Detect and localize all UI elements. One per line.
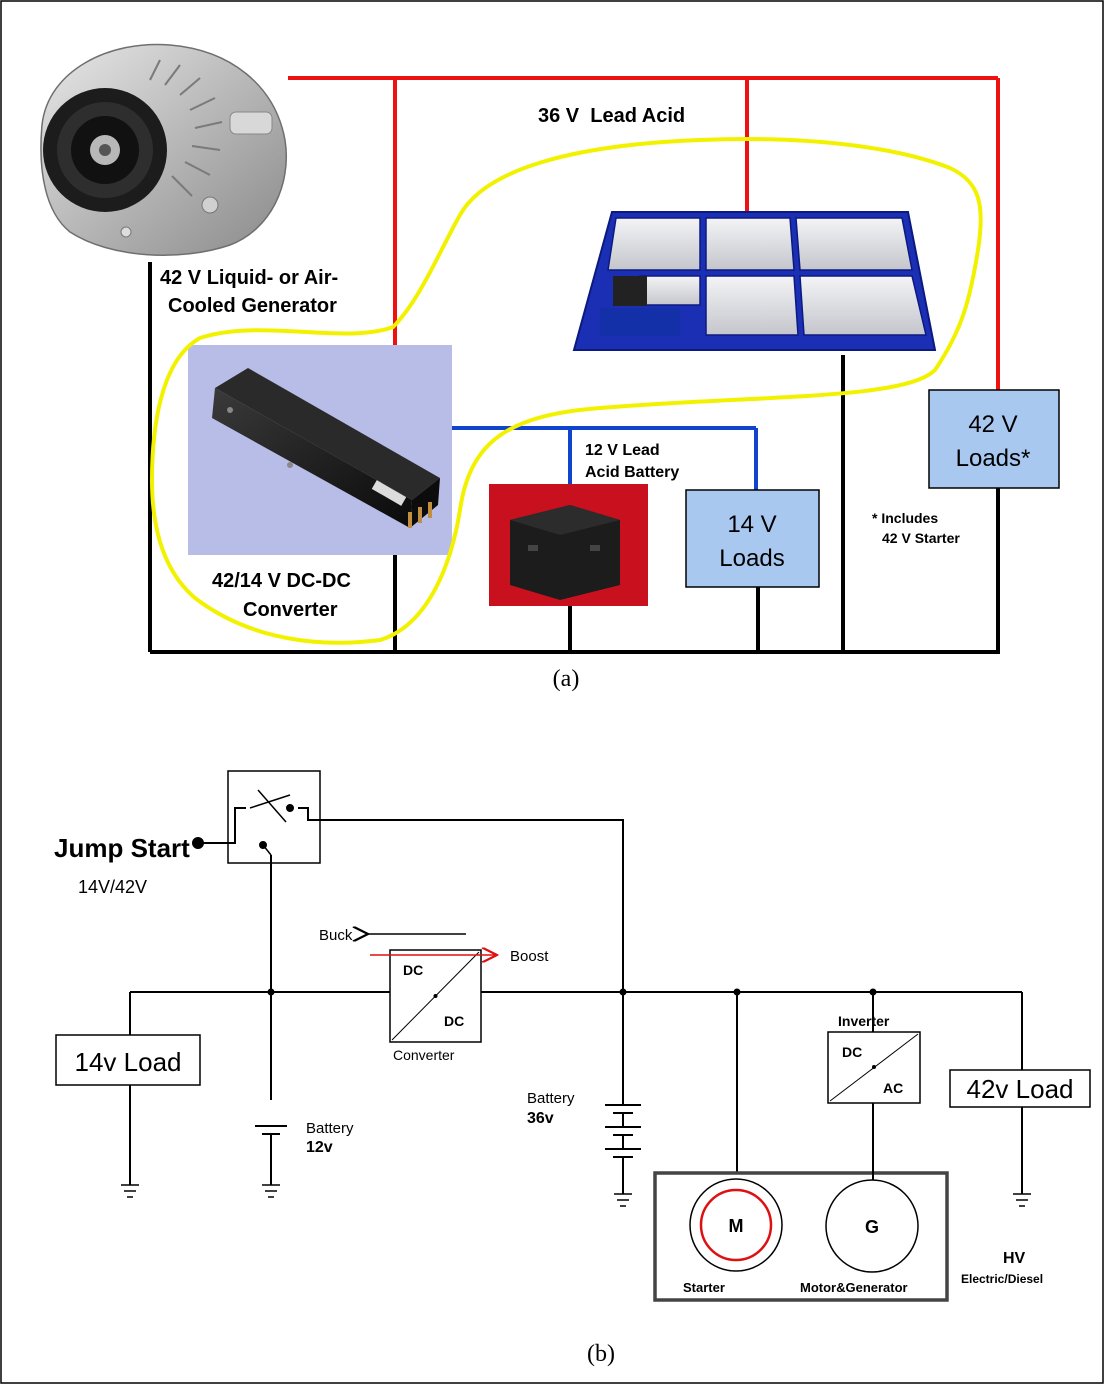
lead-acid-36v-label: 36 V Lead Acid: [538, 105, 685, 127]
highlight-loop: [149, 137, 983, 645]
generator-label-line1: 42 V Liquid- or Air-: [160, 267, 338, 289]
loads-14v-line1: 14 V: [727, 511, 776, 538]
inverter-dc: DC: [842, 1044, 862, 1060]
inverter-ac: AC: [883, 1080, 903, 1096]
ground-symbol-36v: [614, 1193, 632, 1207]
jump-voltage-label: 14V/42V: [78, 877, 147, 897]
buck-label: Buck: [319, 927, 353, 944]
battery-36v-symbol: [605, 1104, 641, 1194]
converter-dc-bottom: DC: [444, 1013, 464, 1029]
battery-36v-value: 36v: [527, 1110, 554, 1127]
part-b-schematic: [55, 770, 1091, 1302]
starter-motor-circle: [689, 1178, 783, 1272]
generator-letter: G: [865, 1217, 879, 1237]
battery-36v-label: Battery: [527, 1090, 575, 1107]
motor-generator-label: Motor&Generator: [800, 1280, 908, 1295]
battery-12v-label-line2: Acid Battery: [585, 464, 679, 481]
alternator-photo: [40, 43, 287, 256]
starter-label: Starter: [683, 1280, 725, 1295]
converter-dc-top: DC: [403, 962, 423, 978]
hv-label: HV: [1003, 1250, 1026, 1267]
battery-12v-symbol: [255, 1125, 287, 1185]
black-ground-wires: [148, 262, 1000, 654]
dc-dc-converter-block: [389, 949, 482, 1043]
battery-12v-label-line1: 12 V Lead: [585, 442, 660, 459]
jump-start-label: Jump Start: [54, 833, 190, 863]
load-14v-box: [55, 1034, 201, 1086]
hv-sub-label: Electric/Diesel: [961, 1272, 1043, 1286]
load-42v-box: [949, 1069, 1091, 1108]
loads-42v-line1: 42 V: [968, 411, 1017, 438]
caption-b: (b): [587, 1341, 615, 1367]
load-14v-label: 14v Load: [75, 1047, 182, 1077]
converter-caption: Converter: [393, 1047, 455, 1063]
converter-label-line2: Converter: [243, 599, 338, 621]
ground-symbol-12v: [262, 1184, 280, 1198]
footnote-line1: * Includes: [872, 510, 938, 526]
loads-42v-line2: Loads*: [956, 445, 1031, 472]
loads-14v-line2: Loads: [719, 545, 784, 572]
changeover-switch: [227, 770, 321, 864]
boost-label: Boost: [510, 948, 549, 965]
footnote-line2: 42 V Starter: [882, 530, 960, 546]
loads-42v-box: [928, 389, 1060, 489]
battery-12v-photo: [489, 484, 648, 606]
ground-symbol-14v: [121, 1184, 139, 1198]
dc-dc-converter-photo: [188, 345, 452, 555]
red-42v-wires: [288, 76, 1000, 390]
inverter-block: [827, 1031, 921, 1104]
battery-pack-photo: [572, 211, 937, 351]
generator-label-line2: Cooled Generator: [168, 295, 337, 317]
converter-label-line1: 42/14 V DC-DC: [212, 570, 351, 592]
battery-12v-label: Battery: [306, 1120, 354, 1137]
part-b-labels: Jump Start 14V/42V Buck Boost DC DC Conv…: [54, 833, 1073, 1367]
caption-a: (a): [553, 666, 580, 692]
inverter-label: Inverter: [838, 1013, 890, 1029]
motor-letter: M: [729, 1216, 744, 1236]
battery-12v-value: 12v: [306, 1139, 333, 1156]
load-42v-label: 42v Load: [967, 1074, 1074, 1104]
blue-14v-wires: [450, 426, 758, 490]
part-a-diagram: 36 V Lead Acid 42 V Liquid- or Air- Cool…: [40, 43, 1060, 692]
hv-machine-enclosure: [653, 1171, 949, 1302]
loads-14v-box: [685, 489, 820, 588]
ground-symbol-42v: [1013, 1193, 1031, 1207]
